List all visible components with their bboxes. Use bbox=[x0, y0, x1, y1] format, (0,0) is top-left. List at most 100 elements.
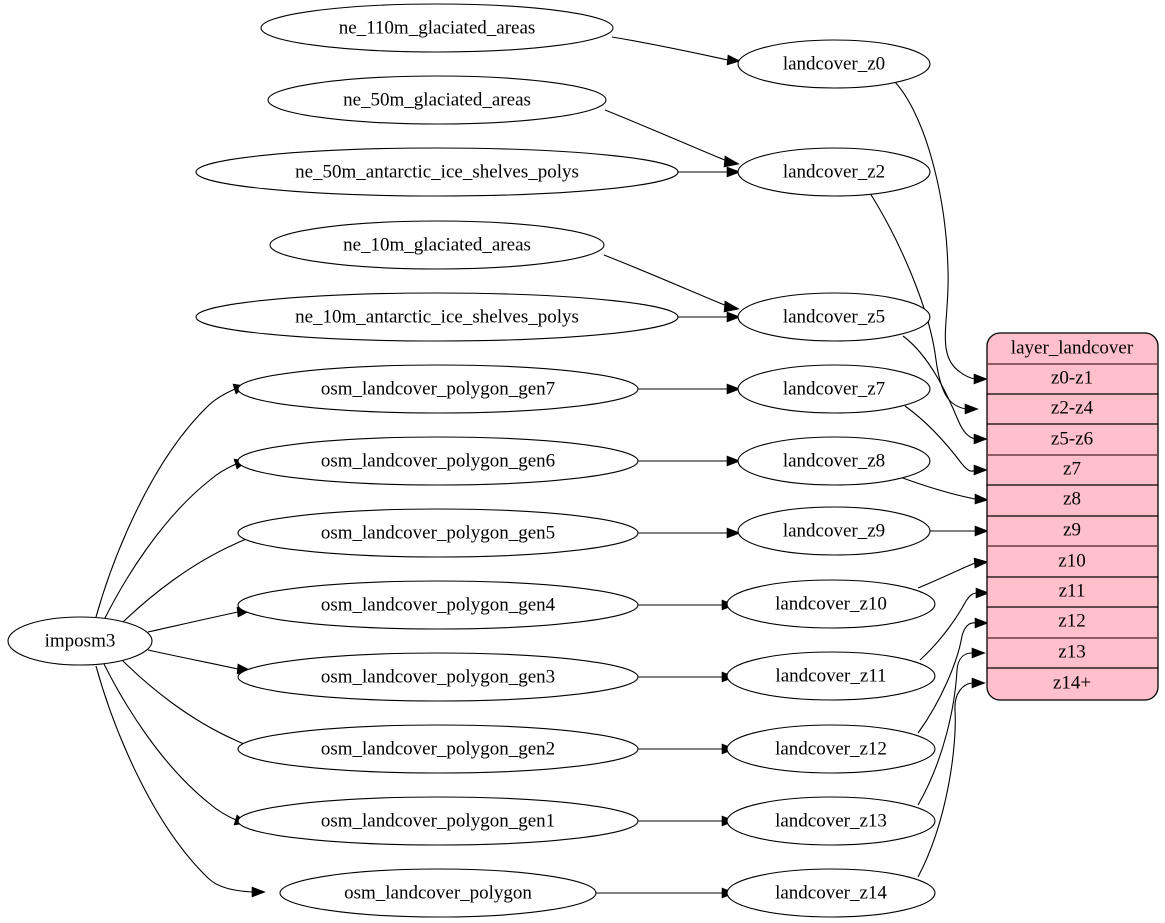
node-label: landcover_z14 bbox=[775, 882, 887, 903]
arrowhead-z2-to-row-z2z4 bbox=[964, 403, 979, 415]
node-osm-landcover-polygon-gen4[interactable]: osm_landcover_polygon_gen4 bbox=[237, 580, 639, 630]
node-osm-landcover-polygon-gen5[interactable]: osm_landcover_polygon_gen5 bbox=[237, 508, 639, 558]
node-ellipse[interactable] bbox=[260, 3, 614, 53]
arrowhead-z5-to-row-z5z6 bbox=[973, 433, 988, 445]
edge-imposm3-to-gen3 bbox=[147, 649, 239, 670]
node-landcover-z7[interactable]: landcover_z7 bbox=[737, 364, 931, 414]
node-ne-10m-glaciated-areas[interactable]: ne_10m_glaciated_areas bbox=[269, 220, 605, 270]
node-ne-110m-glaciated-areas[interactable]: ne_110m_glaciated_areas bbox=[260, 3, 614, 53]
edge-z2-to-row-z2z4 bbox=[867, 189, 967, 410]
node-ellipse[interactable] bbox=[237, 724, 639, 774]
node-label: landcover_z10 bbox=[775, 593, 887, 614]
arrowhead-z7-to-row-z7 bbox=[973, 464, 988, 476]
node-label: osm_landcover_polygon_gen5 bbox=[321, 522, 555, 543]
table-row-z11[interactable]: z11 bbox=[1059, 580, 1086, 601]
node-ellipse[interactable] bbox=[269, 220, 605, 270]
table-row-z13[interactable]: z13 bbox=[1058, 641, 1085, 662]
edge-imposm3-to-gen7 bbox=[95, 388, 236, 618]
arrowhead-z9-to-row-z9 bbox=[974, 525, 989, 537]
table-row-z14plus[interactable]: z14+ bbox=[1053, 672, 1091, 693]
node-ellipse[interactable] bbox=[237, 652, 639, 702]
node-ellipse[interactable] bbox=[237, 796, 639, 846]
node-landcover-z11[interactable]: landcover_z11 bbox=[726, 651, 936, 701]
node-label: landcover_z8 bbox=[783, 450, 885, 471]
table-row-z12[interactable]: z12 bbox=[1058, 610, 1085, 631]
node-ellipse[interactable] bbox=[237, 580, 639, 630]
node-imposm3[interactable]: imposm3 bbox=[7, 616, 153, 666]
node-ellipse[interactable] bbox=[737, 292, 931, 342]
node-ellipse[interactable] bbox=[726, 796, 936, 846]
table-row-z8[interactable]: z8 bbox=[1063, 488, 1081, 509]
node-label: osm_landcover_polygon_gen6 bbox=[321, 450, 555, 471]
node-landcover-z12[interactable]: landcover_z12 bbox=[726, 724, 936, 774]
node-osm-landcover-polygon-gen6[interactable]: osm_landcover_polygon_gen6 bbox=[237, 436, 639, 486]
node-label: landcover_z2 bbox=[783, 161, 885, 182]
landcover-view-node-group: landcover_z0 landcover_z2 landcover_z5 l… bbox=[726, 39, 936, 918]
osm-table-node-group: osm_landcover_polygon_gen7 osm_landcover… bbox=[237, 364, 639, 918]
table-row-z5z6[interactable]: z5-z6 bbox=[1051, 428, 1093, 449]
node-ellipse[interactable] bbox=[737, 436, 931, 486]
node-osm-landcover-polygon-gen7[interactable]: osm_landcover_polygon_gen7 bbox=[237, 364, 639, 414]
arrowhead-z14-to-row-z14plus bbox=[971, 677, 986, 689]
edge-z0-to-row-z0z1 bbox=[892, 79, 976, 380]
arrowhead-z11-to-row-z11 bbox=[975, 587, 990, 599]
node-label: landcover_z0 bbox=[783, 53, 885, 74]
table-row-z10[interactable]: z10 bbox=[1058, 550, 1085, 571]
table-row-z2z4[interactable]: z2-z4 bbox=[1051, 397, 1094, 418]
node-ellipse[interactable] bbox=[737, 506, 931, 556]
edge-layer bbox=[95, 36, 990, 899]
node-ellipse[interactable] bbox=[267, 75, 607, 125]
node-ellipse[interactable] bbox=[237, 436, 639, 486]
node-ellipse[interactable] bbox=[737, 39, 931, 89]
layer-landcover-table[interactable]: layer_landcover z0-z1 z2-z4 z5-z6 z7 z8 … bbox=[986, 332, 1159, 701]
edge-z12-to-row-z12 bbox=[917, 622, 977, 734]
edge-z7-to-row-z7 bbox=[904, 405, 976, 472]
arrowhead-z8-to-row-z8 bbox=[974, 493, 989, 505]
node-ellipse[interactable] bbox=[737, 147, 931, 197]
node-label: landcover_z7 bbox=[783, 378, 885, 399]
node-ellipse[interactable] bbox=[195, 292, 679, 342]
node-label: landcover_z13 bbox=[775, 810, 887, 831]
arrowhead-ne10mant-to-z5 bbox=[726, 311, 741, 323]
node-ellipse[interactable] bbox=[726, 651, 936, 701]
arrowhead-ne10mglac-to-z5 bbox=[723, 300, 740, 313]
node-ne-10m-antarctic-ice-shelves-polys[interactable]: ne_10m_antarctic_ice_shelves_polys bbox=[195, 292, 679, 342]
node-landcover-z14[interactable]: landcover_z14 bbox=[726, 868, 936, 918]
node-ellipse[interactable] bbox=[237, 364, 639, 414]
node-label: osm_landcover_polygon_gen2 bbox=[321, 738, 555, 759]
node-label: ne_50m_antarctic_ice_shelves_polys bbox=[295, 161, 579, 182]
node-landcover-z13[interactable]: landcover_z13 bbox=[726, 796, 936, 846]
node-ne-50m-glaciated-areas[interactable]: ne_50m_glaciated_areas bbox=[267, 75, 607, 125]
node-ellipse[interactable] bbox=[279, 868, 597, 918]
node-ellipse[interactable] bbox=[737, 364, 931, 414]
node-label: osm_landcover_polygon_gen1 bbox=[321, 810, 555, 831]
node-landcover-z5[interactable]: landcover_z5 bbox=[737, 292, 931, 342]
node-ellipse[interactable] bbox=[7, 616, 153, 666]
arrowhead-gen5-to-z9 bbox=[726, 527, 741, 539]
arrowhead-z12-to-row-z12 bbox=[974, 617, 989, 629]
edge-z11-to-row-z11 bbox=[919, 592, 978, 661]
node-landcover-z8[interactable]: landcover_z8 bbox=[737, 436, 931, 486]
node-osm-landcover-polygon[interactable]: osm_landcover_polygon bbox=[279, 868, 597, 918]
node-osm-landcover-polygon-gen1[interactable]: osm_landcover_polygon_gen1 bbox=[237, 796, 639, 846]
table-row-z7[interactable]: z7 bbox=[1063, 458, 1081, 479]
node-ne-50m-antarctic-ice-shelves-polys[interactable]: ne_50m_antarctic_ice_shelves_polys bbox=[195, 147, 679, 197]
arrowhead-z10-to-row-z10 bbox=[973, 557, 989, 569]
node-label: osm_landcover_polygon_gen4 bbox=[321, 594, 556, 615]
node-osm-landcover-polygon-gen2[interactable]: osm_landcover_polygon_gen2 bbox=[237, 724, 639, 774]
table-row-z9[interactable]: z9 bbox=[1063, 519, 1081, 540]
node-landcover-z2[interactable]: landcover_z2 bbox=[737, 147, 931, 197]
node-landcover-z10[interactable]: landcover_z10 bbox=[726, 579, 936, 629]
node-label: landcover_z5 bbox=[783, 306, 885, 327]
table-row-z0z1[interactable]: z0-z1 bbox=[1051, 367, 1093, 388]
node-ellipse[interactable] bbox=[726, 579, 936, 629]
node-landcover-z9[interactable]: landcover_z9 bbox=[737, 506, 931, 556]
arrowhead-imposm3-to-polygon bbox=[251, 886, 266, 898]
node-osm-landcover-polygon-gen3[interactable]: osm_landcover_polygon_gen3 bbox=[237, 652, 639, 702]
node-ellipse[interactable] bbox=[237, 508, 639, 558]
node-landcover-z0[interactable]: landcover_z0 bbox=[737, 39, 931, 89]
node-ellipse[interactable] bbox=[726, 868, 936, 918]
node-ellipse[interactable] bbox=[195, 147, 679, 197]
node-ellipse[interactable] bbox=[726, 724, 936, 774]
